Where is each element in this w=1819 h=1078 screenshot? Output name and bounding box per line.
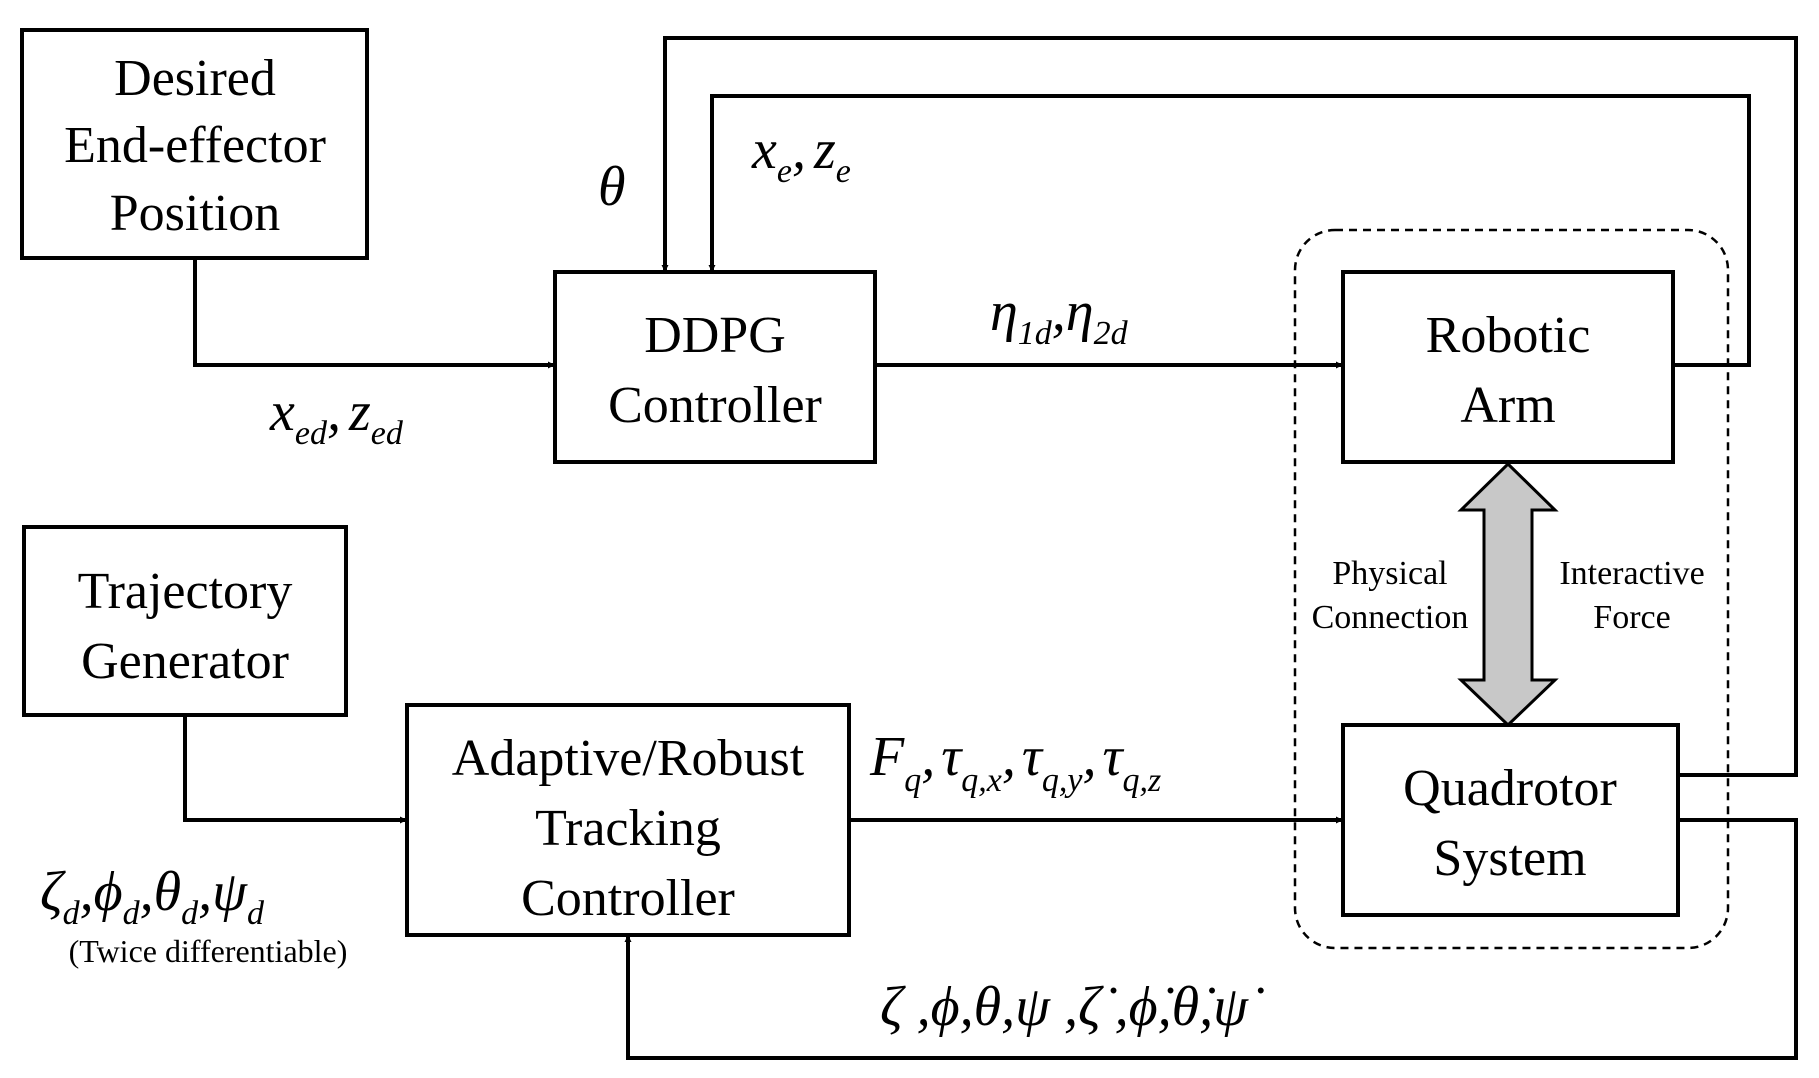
desired-position-block: Desired End-effector Position xyxy=(20,28,369,260)
control-input-signal-label: Fq,τq,x,τq,y,τq,z xyxy=(869,726,1161,799)
quadrotor-system-block: Quadrotor System xyxy=(1341,723,1680,917)
svg-text:Trajectory: Trajectory xyxy=(78,563,293,620)
svg-text:Robotic: Robotic xyxy=(1426,307,1591,364)
svg-text:Desired: Desired xyxy=(114,50,276,107)
arm-feedback-arrow xyxy=(708,94,1751,367)
xe-ze-signal-label: xe,ze xyxy=(751,119,851,190)
physical-label: Physical xyxy=(1332,555,1447,592)
svg-text:Generator: Generator xyxy=(81,633,289,690)
svg-text:Position: Position xyxy=(110,185,281,242)
state-feedback-signal-label: ζ ,ϕ,θ,ψ ,ζ̇ ,ϕ̇,θ̇,ψ̇ xyxy=(880,976,1264,1038)
twice-differentiable-note: (Twice differentiable) xyxy=(69,933,348,969)
svg-text:End-effector: End-effector xyxy=(64,117,326,174)
tracking-controller-block: Adaptive/Robust Tracking Controller xyxy=(405,703,851,937)
coupling-double-arrow xyxy=(1457,461,1559,728)
robotic-arm-block: Robotic Arm xyxy=(1341,270,1675,464)
eta-signal-label: η1d,η2d xyxy=(990,281,1129,352)
svg-text:Adaptive/Robust: Adaptive/Robust xyxy=(452,730,805,787)
theta-signal-label: θ xyxy=(598,156,626,218)
xed-zed-signal-label: xed,zed xyxy=(269,381,404,452)
svg-text:DDPG: DDPG xyxy=(644,307,786,364)
svg-text:Arm: Arm xyxy=(1460,377,1555,434)
interactive-label: Interactive xyxy=(1559,555,1704,592)
svg-text:System: System xyxy=(1433,830,1586,887)
quad-theta-feedback-arrow xyxy=(661,36,1798,777)
state-feedback-arrow xyxy=(624,818,1798,1060)
reference-signal-label: ζd,ϕd,θd,ψd xyxy=(40,861,265,932)
connection-label: Connection xyxy=(1312,599,1469,636)
trajectory-generator-block: Trajectory Generator xyxy=(22,525,348,717)
force-label: Force xyxy=(1593,599,1670,636)
desired-to-ddpg-arrow xyxy=(193,258,555,369)
svg-text:Controller: Controller xyxy=(608,377,822,434)
ddpg-controller-block: DDPG Controller xyxy=(553,270,877,464)
svg-text:Quadrotor: Quadrotor xyxy=(1403,760,1617,817)
svg-text:Controller: Controller xyxy=(521,870,735,927)
physical-system-enclosure xyxy=(1293,228,1730,950)
svg-text:Tracking: Tracking xyxy=(535,800,721,857)
trajectory-to-tracking-arrow xyxy=(183,715,407,824)
